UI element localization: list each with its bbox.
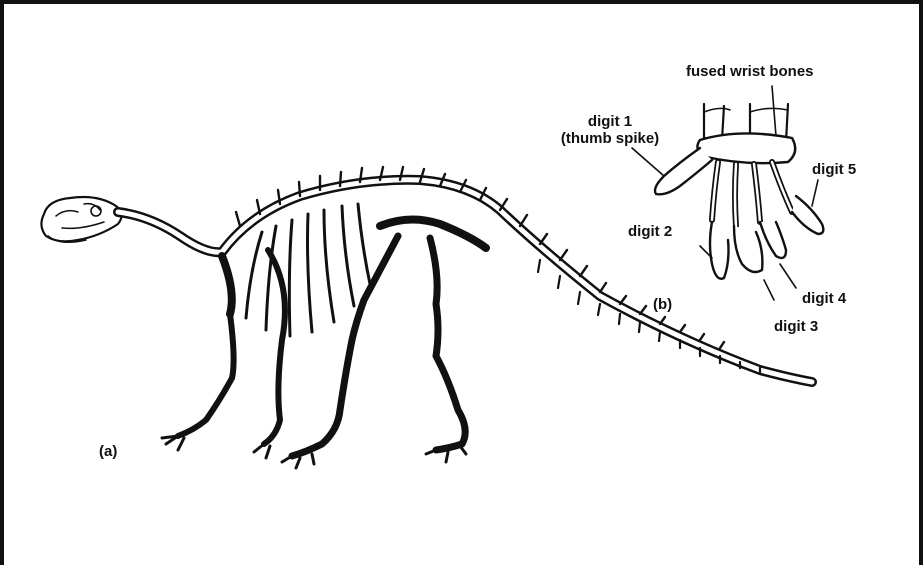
- label-digit-2: digit 2: [628, 223, 672, 240]
- panel-label-a: (a): [99, 443, 117, 460]
- label-digit-1: digit 1 (thumb spike): [550, 113, 670, 147]
- forelimb: [162, 250, 285, 458]
- label-digit-4: digit 4: [802, 290, 846, 307]
- hindlimb: [282, 219, 486, 468]
- vertebral-column: [118, 167, 812, 382]
- label-digit-3: digit 3: [774, 318, 818, 335]
- label-digit-1-line2: (thumb spike): [550, 130, 670, 147]
- rib-cage: [246, 204, 370, 336]
- panel-label-b: (b): [653, 296, 672, 313]
- full-skeleton: [41, 167, 812, 468]
- thumb-spike: [655, 148, 712, 194]
- label-digit-5: digit 5: [812, 161, 856, 178]
- label-digit-1-line1: digit 1: [550, 113, 670, 130]
- label-fused-wrist-bones: fused wrist bones: [686, 63, 814, 80]
- fused-wrist-bones: [697, 133, 795, 163]
- skull: [41, 197, 121, 242]
